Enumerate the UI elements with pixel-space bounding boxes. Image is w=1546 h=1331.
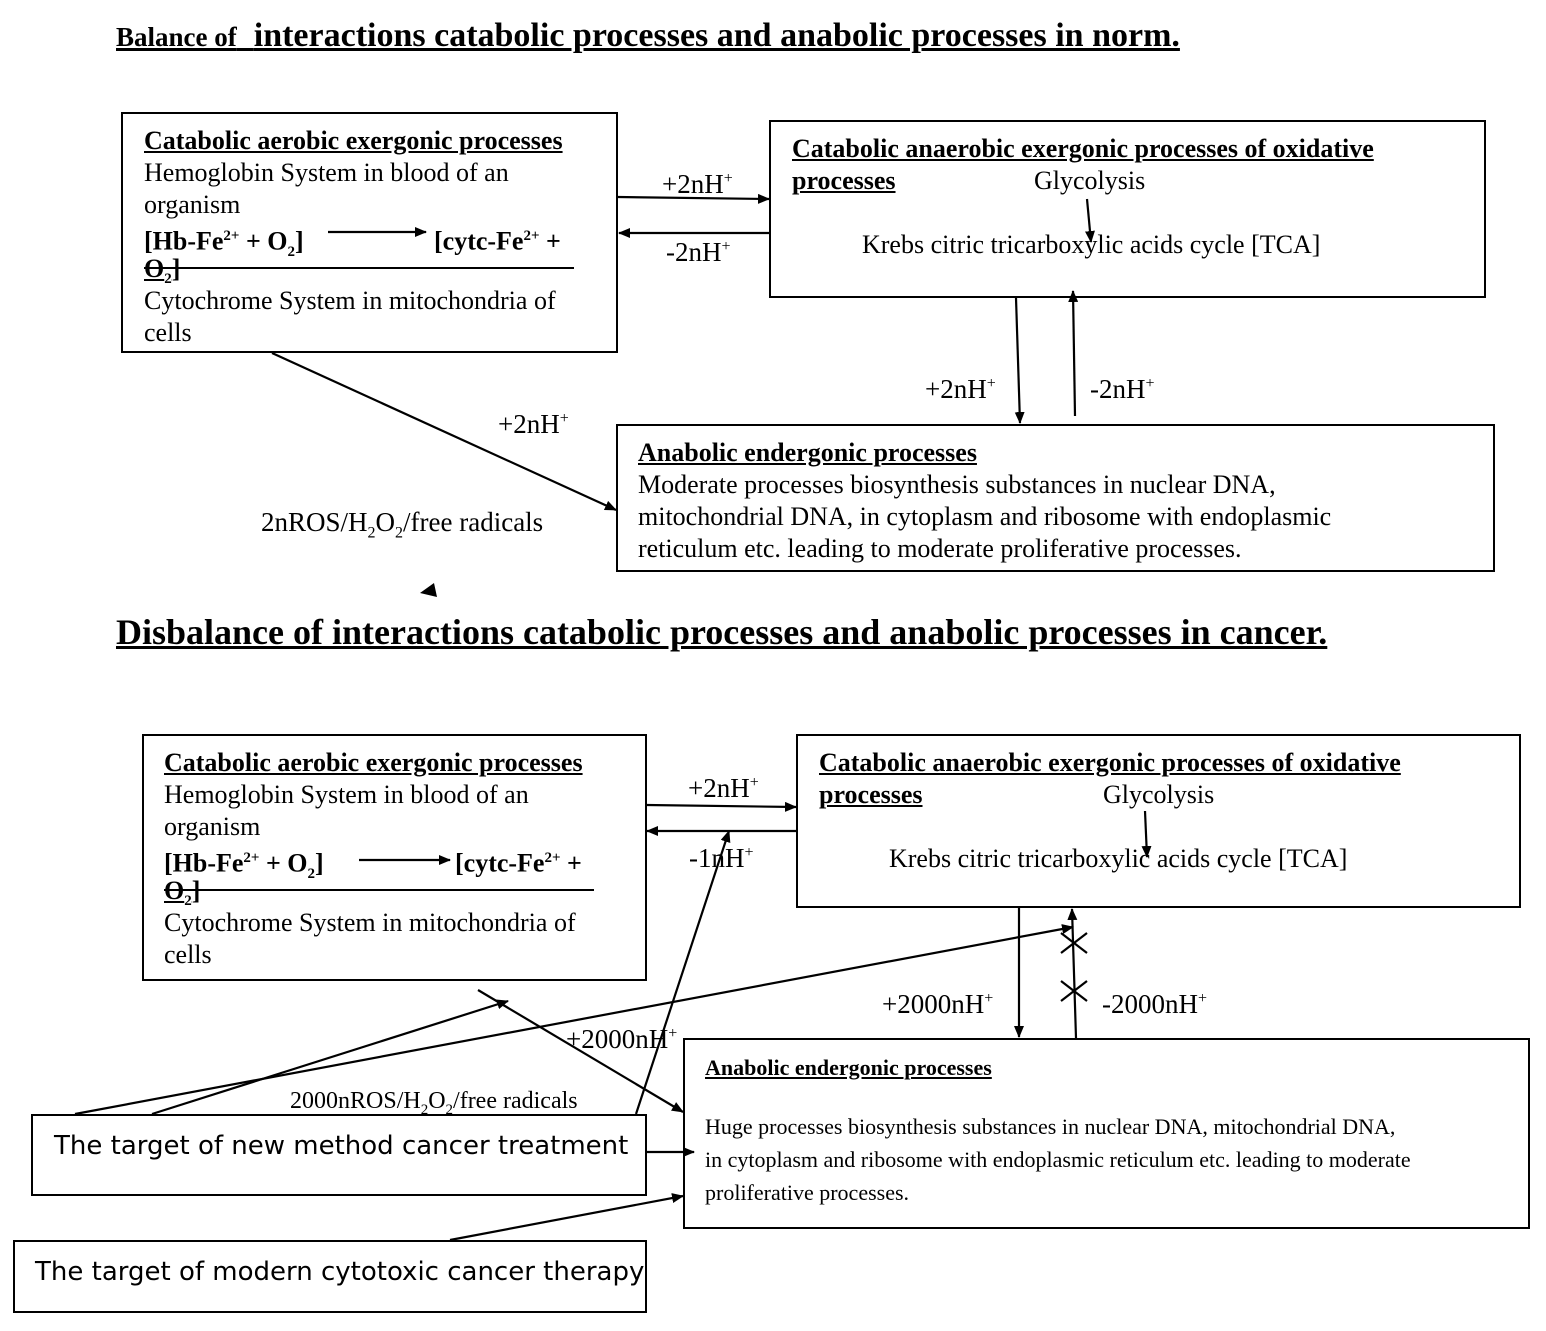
target-modern-therapy-box	[13, 1240, 647, 1313]
bottom-arrow-target-to-tca	[74, 924, 1074, 1116]
bottom-anaerobic-heading-1: Catabolic anaerobic exergonic processes …	[819, 748, 1401, 777]
top-aerobic-formula-left: [Hb-Fe2+ + O2]	[144, 221, 574, 269]
bottom-aerobic-line2: organism	[164, 812, 261, 841]
bottom-aerobic-formula-right: [cytc-Fe2+ +	[455, 848, 582, 878]
top-arrow-glycolysis-to-krebs	[1085, 198, 1095, 243]
bottom-anaerobic-box	[796, 734, 1521, 908]
bottom-arrow-anabolic-to-anaerobic	[1067, 908, 1078, 1039]
bottom-anabolic-box	[683, 1038, 1530, 1229]
top-aerobic-box	[121, 112, 618, 353]
top-aerobic-line2: organism	[144, 190, 241, 219]
bottom-arrow-glycolysis-to-krebs	[1141, 810, 1152, 858]
bottom-label-h-forward: +2nH+	[688, 773, 759, 803]
top-title-main: interactions catabolic processes and ana…	[253, 17, 1180, 54]
block-mark-1b	[1060, 932, 1088, 954]
top-title-prefix: Balance of	[116, 22, 237, 52]
top-title: Balance of interactions catabolic proces…	[116, 14, 1180, 59]
block-mark-2b	[1060, 980, 1088, 1002]
top-label-h-back: -2nH+	[666, 237, 731, 267]
bottom-arrow-aerobic-to-anabolic	[477, 989, 684, 1113]
stray-arrowhead	[420, 583, 437, 597]
bottom-glycolysis: Glycolysis	[1103, 780, 1215, 809]
bottom-krebs: Krebs citric tricarboxylic acids cycle […	[889, 844, 1348, 873]
bottom-arrow-target-to-aerobic	[151, 999, 509, 1116]
bottom-anabolic-heading: Anabolic endergonic processes	[705, 1055, 992, 1080]
bottom-anabolic-line3: proliferative processes.	[705, 1180, 910, 1205]
bottom-anabolic-line1: Huge processes biosynthesis substances i…	[705, 1114, 1396, 1139]
top-arrow-anaerobic-to-anabolic	[1014, 297, 1025, 424]
top-label-ros: 2nROS/H2O2/free radicals	[261, 507, 544, 542]
top-arrow-aerobic-to-anaerobic	[617, 193, 770, 204]
top-arrow-anabolic-to-anaerobic	[1068, 290, 1079, 417]
top-label-h-forward: +2nH+	[662, 169, 733, 199]
top-anabolic-line2: mitochondrial DNA, in cytoplasm and ribo…	[638, 502, 1332, 531]
bottom-anaerobic-heading-2: processes	[819, 780, 923, 809]
bottom-label-diag: +2000nH+	[566, 1024, 678, 1054]
top-anaerobic-heading-1: Catabolic anaerobic exergonic processes …	[792, 134, 1374, 163]
top-aerobic-formula-right: [cytc-Fe2+ +	[434, 226, 561, 256]
top-aerobic-o2: O2]	[144, 254, 181, 288]
top-aerobic-line1: Hemoglobin System in blood of an	[144, 158, 509, 187]
bottom-anabolic-line2: in cytoplasm and ribosome with endoplasm…	[705, 1147, 1411, 1172]
top-anaerobic-heading-2: processes	[792, 166, 896, 195]
bottom-arrow-aerobic-to-anaerobic	[646, 801, 797, 812]
target-new-method-box	[31, 1114, 647, 1196]
bottom-aerobic-line1: Hemoglobin System in blood of an	[164, 780, 529, 809]
top-anabolic-line3: reticulum etc. leading to moderate proli…	[638, 534, 1242, 563]
bottom-aerobic-line4: Cytochrome System in mitochondria of	[164, 908, 576, 937]
bottom-arrow-target-modern-to-anabolic	[449, 1193, 684, 1242]
top-anabolic-heading: Anabolic endergonic processes	[638, 438, 977, 467]
top-arrow-aerobic-to-anabolic	[271, 351, 617, 512]
bottom-arrow-target-to-h-back	[634, 830, 731, 1115]
target-new-method-label: The target of new method cancer treatmen…	[54, 1131, 629, 1161]
top-label-v-down: +2nH+	[925, 374, 996, 404]
top-anabolic-box	[616, 424, 1495, 572]
top-aerobic-heading: Catabolic aerobic exergonic processes	[144, 126, 563, 155]
top-label-v-up: -2nH+	[1090, 374, 1155, 404]
bottom-aerobic-o2: O2]	[164, 876, 201, 910]
top-anaerobic-box	[769, 120, 1486, 298]
target-modern-therapy-label: The target of modern cytotoxic cancer th…	[35, 1257, 645, 1287]
top-aerobic-line5: cells	[144, 318, 192, 347]
bottom-label-v-up: -2000nH+	[1102, 989, 1208, 1019]
top-glycolysis: Glycolysis	[1034, 166, 1146, 195]
bottom-aerobic-heading: Catabolic aerobic exergonic processes	[164, 748, 583, 777]
top-label-diag: +2nH+	[498, 409, 569, 439]
bottom-aerobic-formula-left: [Hb-Fe2+ + O2]	[164, 843, 594, 891]
bottom-aerobic-line5: cells	[164, 940, 212, 969]
top-aerobic-line4: Cytochrome System in mitochondria of	[144, 286, 556, 315]
bottom-label-v-down: +2000nH+	[882, 989, 994, 1019]
bottom-aerobic-box	[142, 734, 647, 981]
top-anabolic-line1: Moderate processes biosynthesis substanc…	[638, 470, 1276, 499]
bottom-title: Disbalance of interactions catabolic pro…	[116, 612, 1328, 652]
bottom-label-ros: 2000nROS/H2O2/free radicals	[290, 1088, 578, 1118]
